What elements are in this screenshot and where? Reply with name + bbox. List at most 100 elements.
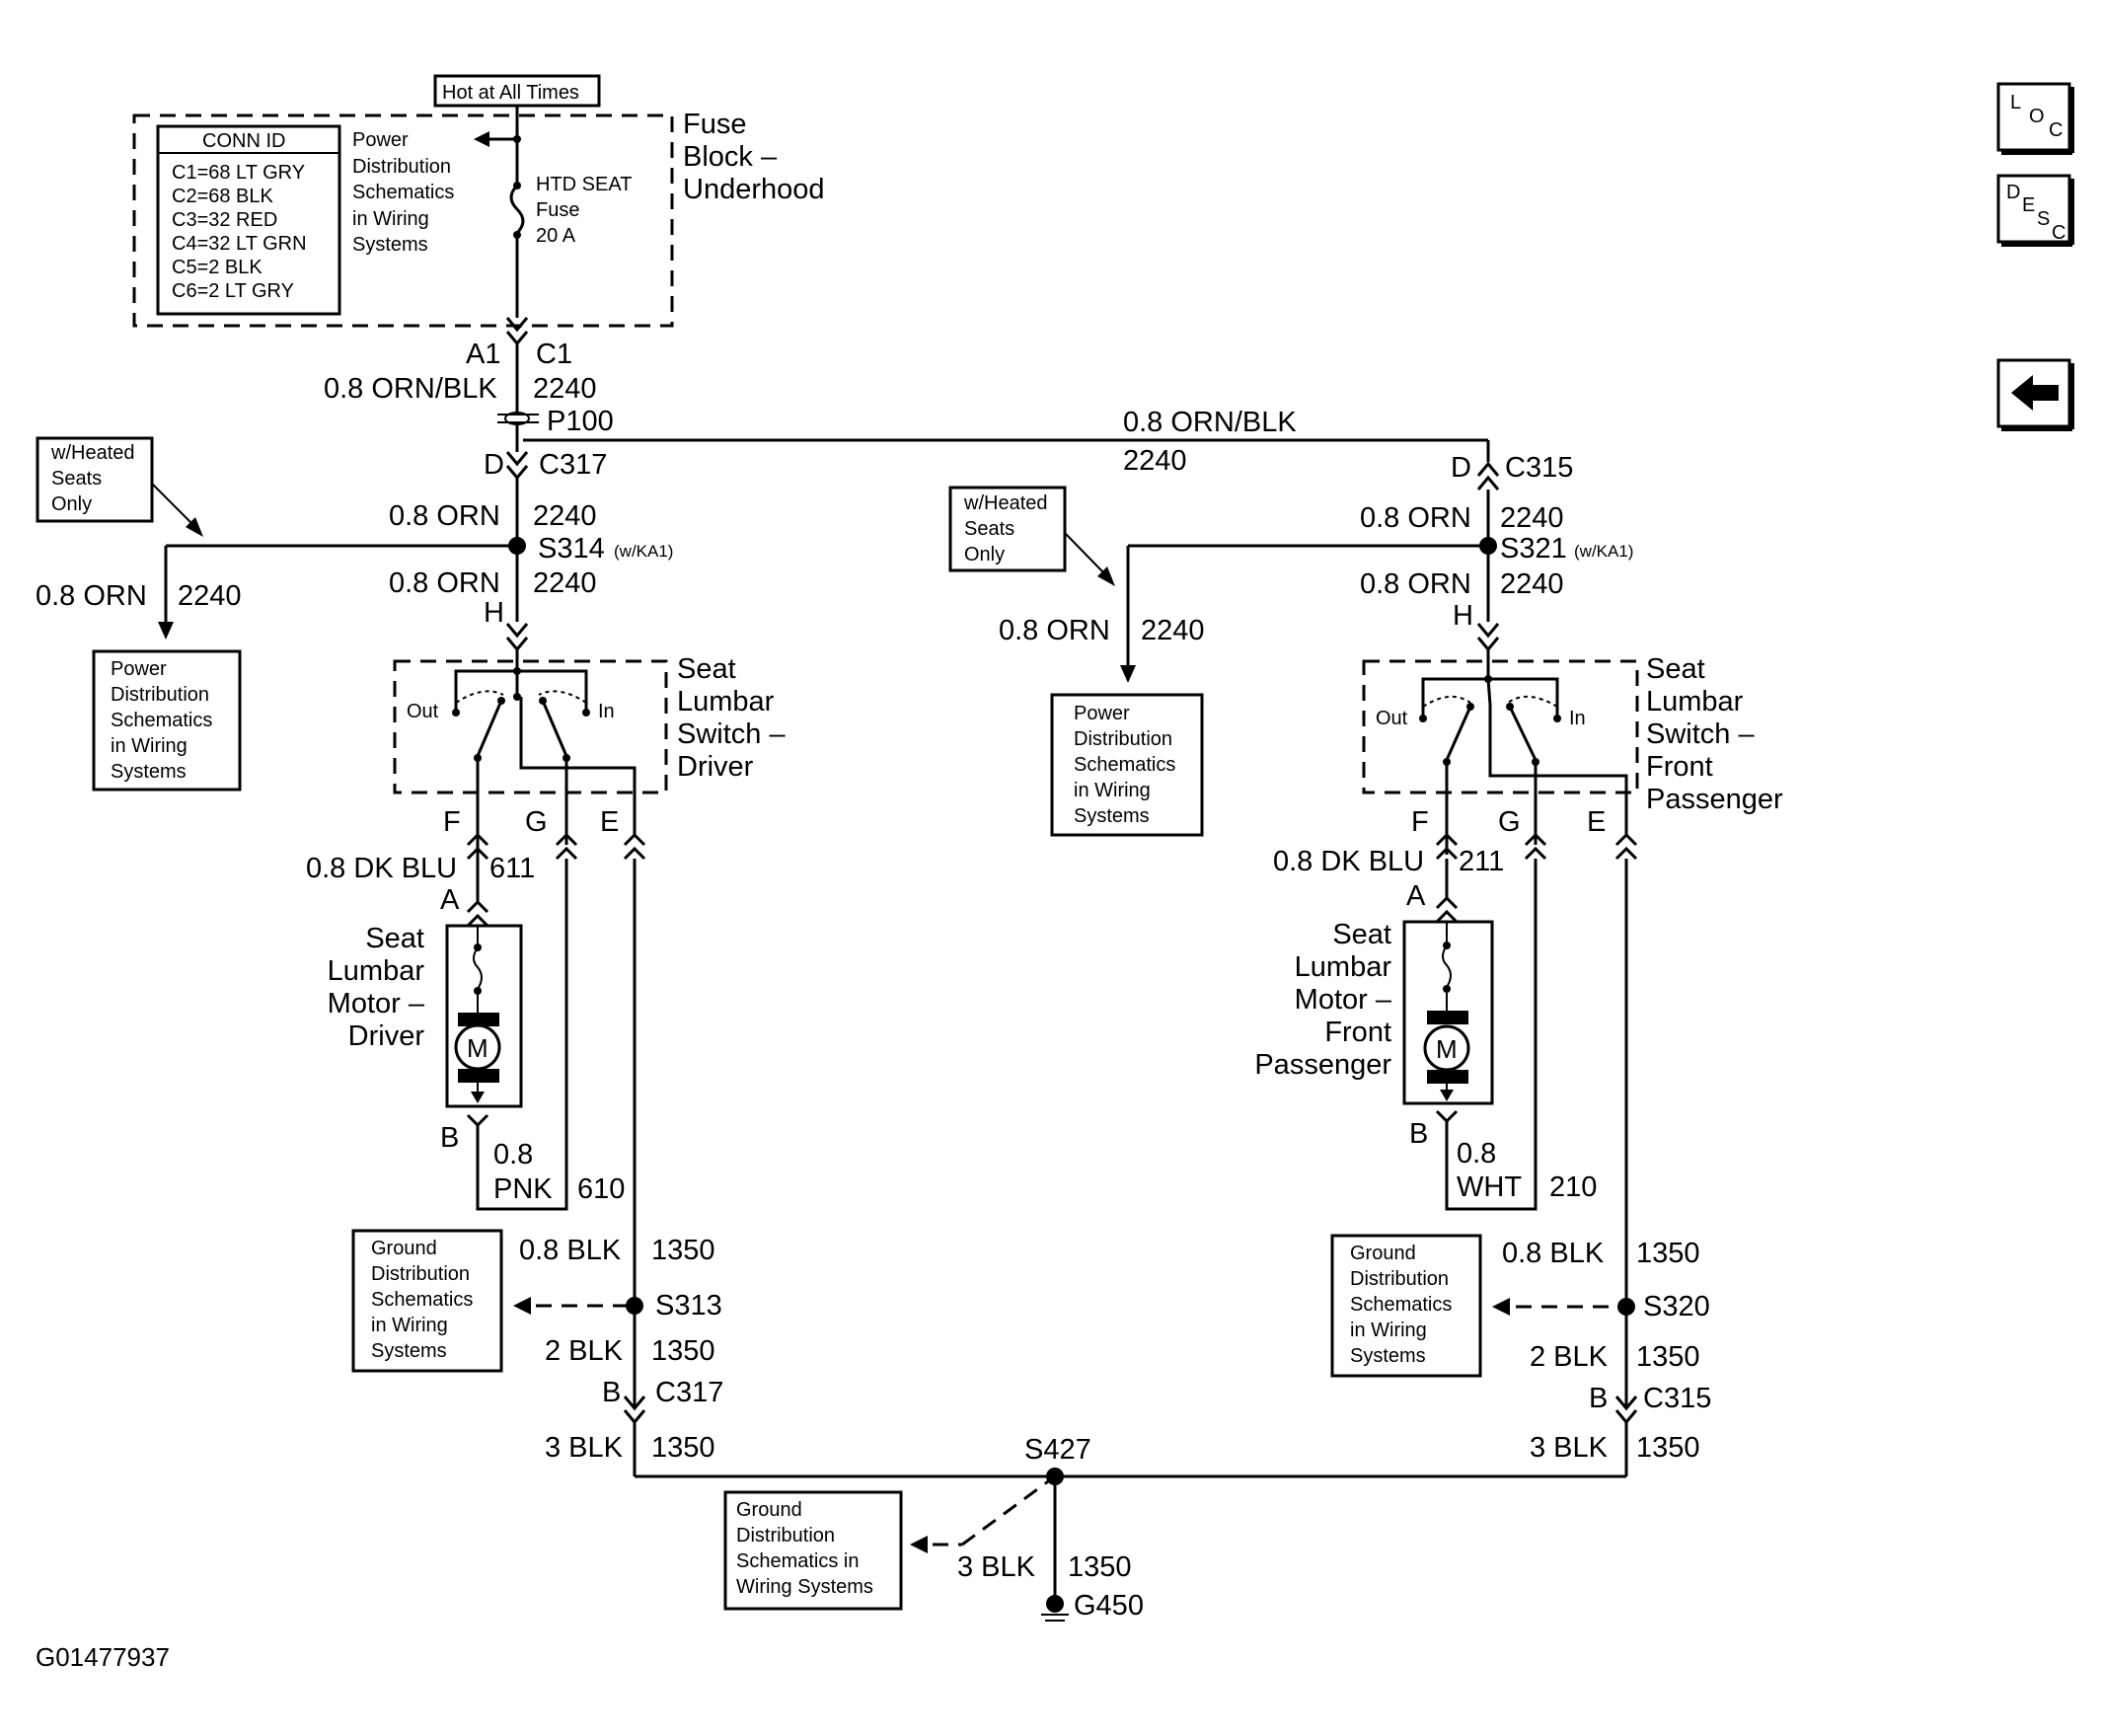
svg-text:0.8 ORN: 0.8 ORN: [1360, 502, 1471, 534]
svg-text:2240: 2240: [533, 373, 597, 405]
svg-text:Schematics: Schematics: [111, 710, 212, 731]
svg-text:In: In: [598, 701, 615, 722]
svg-text:0.8 ORN: 0.8 ORN: [36, 580, 147, 612]
svg-text:Schematics: Schematics: [371, 1289, 473, 1311]
seat-lumbar-switch-driver: [393, 659, 668, 794]
svg-text:in Wiring: in Wiring: [1074, 780, 1151, 801]
ground-bus: S427 3 BLK 1350 G450 Ground Distribution…: [635, 1434, 1626, 1622]
svg-text:Block –: Block –: [683, 141, 778, 173]
heated-note-passenger: [948, 486, 1067, 572]
svg-text:in Wiring: in Wiring: [1350, 1320, 1427, 1341]
svg-text:B: B: [602, 1377, 621, 1408]
motor-symbol-driver: M: [467, 1033, 488, 1063]
svg-text:C: C: [2052, 222, 2065, 244]
htd-seat-fuse-label: HTD SEAT Fuse 20 A: [536, 174, 632, 247]
s321-label: S321: [1500, 533, 1567, 565]
s427-label: S427: [1024, 1434, 1091, 1466]
svg-text:Schematics: Schematics: [1350, 1294, 1452, 1316]
svg-text:Distribution: Distribution: [736, 1525, 835, 1547]
svg-text:Seat: Seat: [677, 653, 736, 685]
svg-text:Switch –: Switch –: [677, 718, 786, 750]
svg-text:C: C: [2049, 119, 2063, 141]
pin-a1: A1: [466, 339, 500, 370]
s313-label: S313: [655, 1290, 722, 1321]
power-ref-driver: [92, 649, 242, 792]
svg-text:Systems: Systems: [352, 234, 428, 256]
svg-text:Seat: Seat: [1332, 919, 1391, 950]
svg-text:w/Heated: w/Heated: [963, 492, 1048, 514]
conn-id-title: CONN ID: [202, 130, 285, 152]
heated-note-driver: [36, 436, 154, 523]
motor-symbol-passenger: M: [1436, 1034, 1458, 1064]
c315-bottom: C315: [1643, 1383, 1711, 1414]
svg-text:20 A: 20 A: [536, 225, 576, 247]
svg-text:0.8 ORN: 0.8 ORN: [999, 615, 1110, 646]
svg-text:L: L: [2010, 92, 2021, 113]
svg-text:Passenger: Passenger: [1646, 784, 1783, 815]
svg-text:Systems: Systems: [1350, 1345, 1426, 1367]
svg-text:S: S: [2037, 208, 2050, 230]
svg-text:In: In: [1569, 708, 1586, 729]
svg-text:0.8 ORN/BLK: 0.8 ORN/BLK: [324, 373, 497, 405]
svg-text:C1=68 LT GRY: C1=68 LT GRY: [172, 162, 305, 184]
svg-text:Schematics: Schematics: [1074, 754, 1175, 776]
svg-text:0.8 DK BLU: 0.8 DK BLU: [306, 853, 457, 884]
svg-text:Power: Power: [1074, 703, 1130, 724]
svg-text:Passenger: Passenger: [1254, 1049, 1391, 1081]
svg-text:0.8: 0.8: [1457, 1138, 1496, 1170]
conn-id-table: [156, 124, 341, 316]
ground-ref-center: [723, 1490, 903, 1611]
driver-circuit: D C317 0.8 ORN 2240 S314 (w/KA1) 0.8 ORN…: [36, 436, 786, 1476]
svg-text:Lumbar: Lumbar: [1295, 951, 1392, 983]
loc-button[interactable]: L O C: [1996, 82, 2074, 155]
desc-button[interactable]: D E S C: [1996, 174, 2074, 247]
seat-lumbar-switch-passenger: [1362, 659, 1639, 794]
svg-text:Power: Power: [111, 658, 167, 680]
svg-text:2 BLK: 2 BLK: [545, 1335, 624, 1367]
svg-text:Seat: Seat: [1646, 653, 1705, 685]
svg-text:0.8 DK BLU: 0.8 DK BLU: [1273, 846, 1424, 877]
g450-label: G450: [1074, 1590, 1144, 1622]
svg-text:D: D: [2006, 182, 2020, 203]
svg-text:2240: 2240: [1123, 445, 1187, 477]
svg-text:Seat: Seat: [365, 923, 424, 954]
svg-text:Systems: Systems: [1074, 805, 1150, 827]
svg-text:B: B: [1589, 1383, 1608, 1414]
s320-label: S320: [1643, 1291, 1710, 1322]
svg-text:0.8 BLK: 0.8 BLK: [1502, 1238, 1605, 1269]
conn-id-list: C1=68 LT GRY C2=68 BLK C3=32 RED C4=32 L…: [172, 162, 307, 302]
svg-text:A: A: [440, 884, 460, 916]
svg-text:Lumbar: Lumbar: [328, 955, 425, 987]
svg-text:E: E: [1587, 806, 1606, 838]
svg-text:(w/KA1): (w/KA1): [1574, 542, 1633, 561]
ground-g450: [1046, 1595, 1064, 1613]
svg-text:A: A: [1406, 880, 1426, 912]
svg-text:Driver: Driver: [348, 1020, 425, 1052]
svg-text:Motor –: Motor –: [1295, 984, 1392, 1016]
hot-at-all-times-label: Hot at All Times: [442, 82, 579, 104]
svg-text:Seats: Seats: [51, 468, 102, 490]
svg-text:Front: Front: [1324, 1017, 1391, 1048]
svg-text:611: 611: [489, 853, 535, 884]
svg-text:Schematics: Schematics: [352, 182, 454, 203]
svg-text:Ground: Ground: [736, 1499, 802, 1521]
svg-text:Power: Power: [352, 129, 409, 151]
svg-text:3 BLK: 3 BLK: [1530, 1432, 1609, 1464]
svg-text:Out: Out: [1376, 708, 1408, 729]
svg-text:Systems: Systems: [111, 761, 187, 783]
svg-text:2 BLK: 2 BLK: [1530, 1341, 1609, 1373]
fuse-block-underhood: Hot at All Times Fuse Block – Underhood …: [132, 74, 825, 370]
svg-text:C6=2 LT GRY: C6=2 LT GRY: [172, 280, 294, 302]
svg-text:Distribution: Distribution: [1350, 1268, 1449, 1290]
svg-text:Underhood: Underhood: [683, 174, 825, 205]
svg-text:F: F: [1411, 806, 1429, 838]
svg-text:3 BLK: 3 BLK: [957, 1551, 1036, 1583]
svg-text:Out: Out: [407, 701, 439, 722]
svg-text:WHT: WHT: [1457, 1171, 1522, 1203]
svg-text:1350: 1350: [1636, 1341, 1700, 1373]
back-button[interactable]: [1996, 358, 2074, 431]
svg-text:Fuse: Fuse: [536, 199, 579, 221]
svg-text:O: O: [2029, 106, 2045, 127]
svg-text:in Wiring: in Wiring: [352, 208, 429, 230]
